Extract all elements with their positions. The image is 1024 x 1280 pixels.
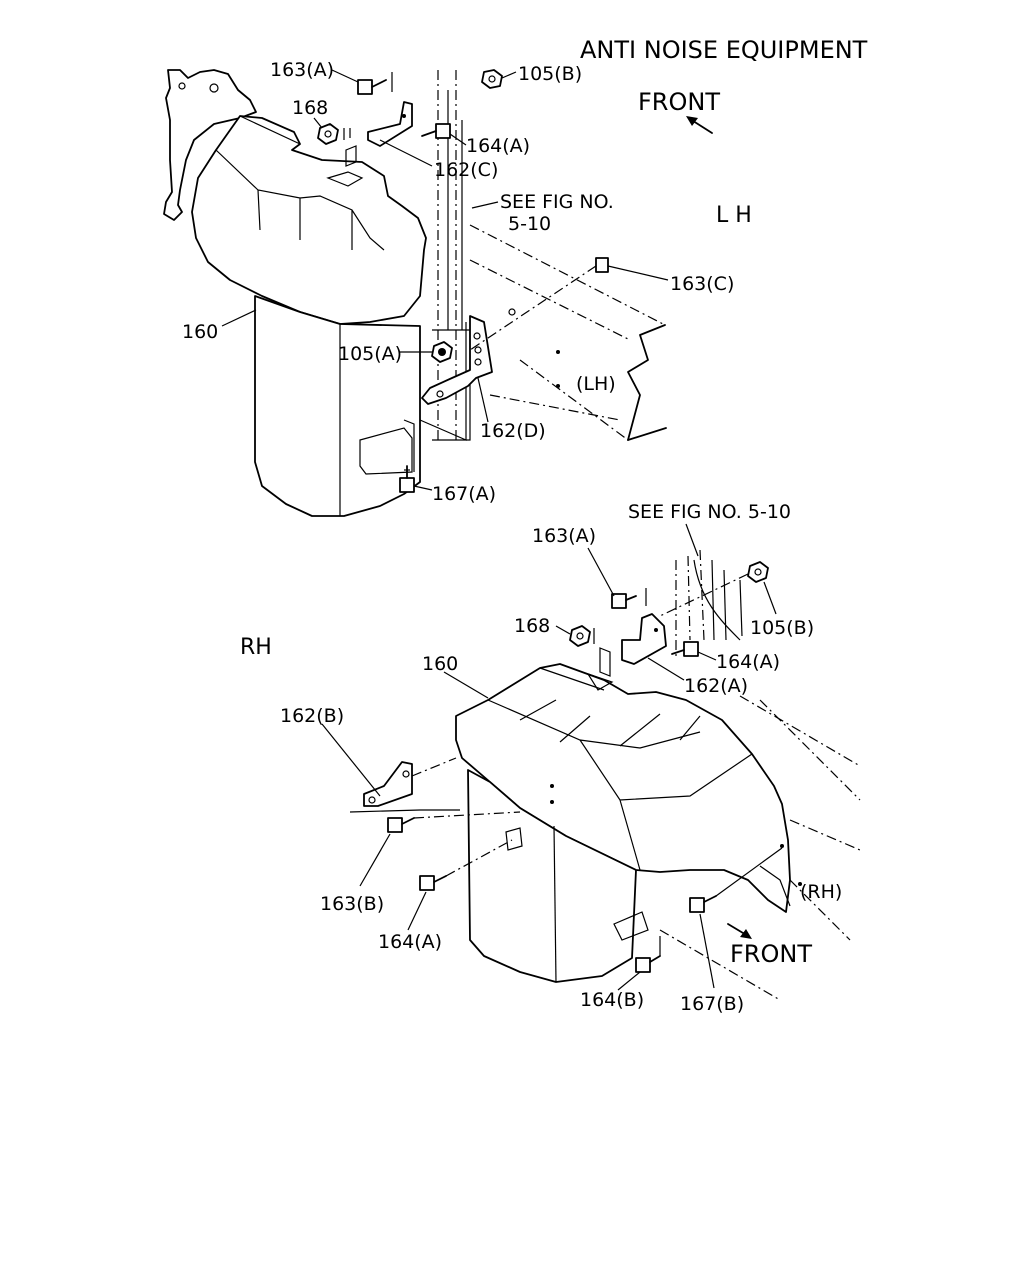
lh-bracket-small (343, 128, 357, 167)
lh-tag: (LH) (576, 373, 616, 395)
rh-label-163b: 163(B) (320, 893, 384, 915)
lh-label-105a: 105(A) (338, 343, 402, 365)
see-fig-note-bottom: SEE FIG NO. 5-10 (628, 501, 791, 523)
front-label-bottom: FRONT (730, 940, 812, 968)
rh-label-168: 168 (514, 615, 550, 637)
lh-label-162d: 162(D) (480, 420, 546, 442)
rh-label-162a: 162(A) (684, 675, 748, 697)
lh-label-105b: 105(B) (518, 63, 582, 85)
see-fig-note-top-line1: SEE FIG NO. (500, 191, 614, 213)
rh-label-164b: 164(B) (580, 989, 644, 1011)
diagram-title: ANTI NOISE EQUIPMENT (580, 36, 868, 64)
lh-label-163a: 163(A) (270, 59, 334, 81)
rh-label-167b: 167(B) (680, 993, 744, 1015)
side-label-lh: L H (716, 203, 752, 228)
lh-label-162c: 162(C) (434, 159, 498, 181)
lh-label-160: 160 (182, 321, 218, 343)
lh-label-167a: 167(A) (432, 483, 496, 505)
rh-nut-168-icon (569, 625, 591, 647)
rh-label-164a-top: 164(A) (716, 651, 780, 673)
lh-mount-plate (163, 69, 257, 221)
lh-assembly: 163(A) 105(B) 168 164(A) 162(C) 163(C) 1… (163, 59, 734, 517)
lh-bracket-162c (367, 101, 413, 147)
lh-bolt-164a-icon (421, 123, 451, 139)
lh-label-163c: 163(C) (670, 273, 734, 295)
rh-cover-160 (455, 663, 802, 983)
rh-label-105b: 105(B) (750, 617, 814, 639)
lh-frame-rail (469, 224, 667, 441)
rh-bracket-small (586, 628, 614, 691)
front-label-top: FRONT (638, 88, 720, 116)
lh-bracket-162d (421, 315, 493, 405)
rh-label-162b: 162(B) (280, 705, 344, 727)
lh-bolt-167a-icon (399, 465, 415, 493)
lh-bolt-163a-icon (357, 72, 393, 95)
lh-cover-160 (191, 115, 467, 517)
front-arrow-bottom-icon (727, 923, 752, 939)
rh-label-160: 160 (422, 653, 458, 675)
rh-bracket-162b (349, 757, 460, 813)
lh-nut-105a-icon (431, 341, 453, 363)
rh-assembly: 163(A) 168 105(B) 164(A) 162(A) 160 162(… (280, 525, 861, 1015)
rh-bolt-163a-icon (611, 588, 647, 609)
rh-bolt-164b-icon (635, 936, 661, 973)
side-label-rh: RH (240, 635, 272, 660)
lh-label-168: 168 (292, 97, 328, 119)
see-fig-note-top-line2: 5-10 (508, 213, 551, 235)
rh-bolt-167b-icon (689, 847, 783, 913)
rh-tag: (RH) (800, 881, 842, 903)
lh-nut-168-icon (317, 123, 339, 145)
rh-bolt-164a-top-icon (671, 641, 699, 657)
rh-label-163a: 163(A) (532, 525, 596, 547)
rh-bolt-164a-bottom-icon (419, 827, 523, 891)
rh-label-164a-bottom: 164(A) (378, 931, 442, 953)
lh-nut-105b-icon (481, 69, 503, 89)
rh-bolt-163b-icon (387, 811, 521, 833)
lh-bolt-163c-icon (469, 257, 609, 351)
rh-frame-lines (659, 549, 861, 1001)
rh-nut-105b-icon (659, 561, 769, 617)
front-arrow-top-icon (686, 116, 713, 134)
rh-bracket-162a (621, 613, 667, 665)
lh-label-164a: 164(A) (466, 135, 530, 157)
